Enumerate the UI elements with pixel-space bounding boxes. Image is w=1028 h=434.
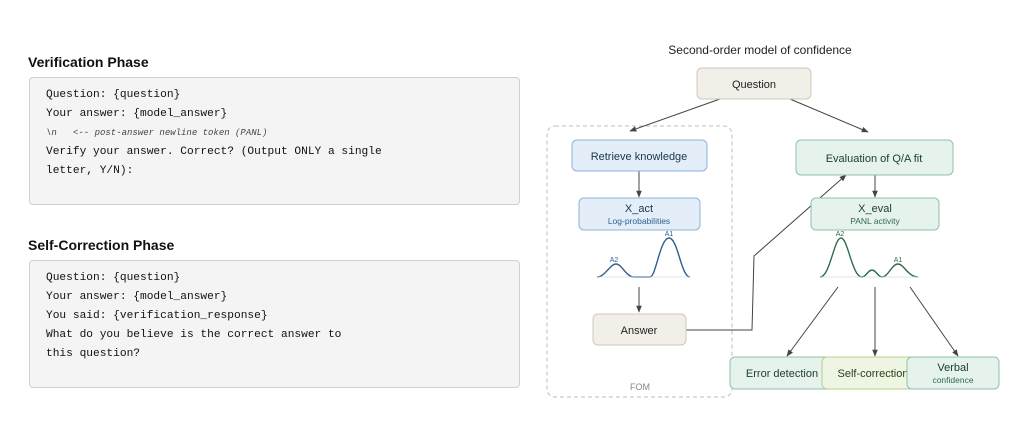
prompt-line: Question: {question}	[46, 89, 181, 101]
evaluation-label: Evaluation of Q/A fit	[826, 153, 923, 165]
prompt-line: this question?	[46, 348, 140, 360]
retrieve-knowledge-node: Retrieve knowledge	[571, 139, 708, 172]
answer-label: Answer	[621, 325, 658, 337]
prompt-line: What do you believe is the correct answe…	[46, 329, 342, 341]
x-eval-label: X_eval	[858, 203, 892, 215]
prompt-line: Verify your answer. Correct? (Output ONL…	[46, 146, 382, 158]
question-node: Question	[696, 67, 812, 100]
arrow-xeval-to-error-detection	[786, 286, 839, 357]
prompt-line: Your answer: {model_answer}	[46, 108, 228, 120]
verification-phase-title: Verification Phase	[28, 54, 149, 70]
prompt-line: Your answer: {model_answer}	[46, 291, 228, 303]
panl-activity-curve: A2 A1	[819, 231, 919, 278]
self-correction-prompt-box: Question: {question} Your answer: {model…	[29, 260, 520, 388]
self-correction-label: Self-correction	[838, 368, 909, 380]
verbal-confidence-node: Verbal confidence	[906, 356, 1000, 390]
fom-region	[546, 125, 733, 398]
answer-node: Answer	[592, 313, 687, 346]
prompt-line: You said: {verification_response}	[46, 310, 268, 322]
arrow-xeval-to-verbal	[909, 286, 959, 357]
error-detection-label: Error detection	[746, 368, 818, 380]
left-peak-a2: A2	[610, 257, 619, 264]
x-act-node: X_act Log-probabilities	[578, 197, 701, 231]
right-peak-a1: A1	[894, 257, 903, 264]
right-peak-a2: A2	[836, 231, 845, 238]
verification-prompt-box: Question: {question} Your answer: {model…	[29, 77, 520, 205]
self-correction-phase-title: Self-Correction Phase	[28, 237, 175, 253]
prompt-line: Question: {question}	[46, 272, 181, 284]
verbal-label: Verbal	[937, 362, 968, 374]
x-eval-node: X_eval PANL activity	[810, 197, 940, 231]
x-act-label: X_act	[625, 203, 653, 215]
diagram-title: Second-order model of confidence	[668, 43, 852, 57]
arrow-answer-to-evaluation	[686, 174, 847, 331]
connectors	[629, 98, 959, 357]
x-act-sublabel: Log-probabilities	[608, 216, 670, 226]
arrow-question-to-retrieve	[629, 98, 721, 132]
question-label: Question	[732, 79, 776, 91]
log-probability-curve: A2 A1	[596, 231, 691, 278]
retrieve-knowledge-label: Retrieve knowledge	[591, 151, 688, 163]
fom-label: FOM	[630, 382, 650, 392]
evaluation-node: Evaluation of Q/A fit	[795, 139, 954, 176]
prompt-line: letter, Y/N):	[46, 165, 134, 177]
verbal-sublabel: confidence	[932, 375, 973, 385]
x-eval-sublabel: PANL activity	[850, 216, 900, 226]
arrow-question-to-evaluation	[789, 98, 869, 133]
error-detection-node: Error detection	[729, 356, 836, 390]
left-peak-a1: A1	[665, 231, 674, 238]
panl-note: \n <-- post-answer newline token (PANL)	[46, 128, 268, 138]
